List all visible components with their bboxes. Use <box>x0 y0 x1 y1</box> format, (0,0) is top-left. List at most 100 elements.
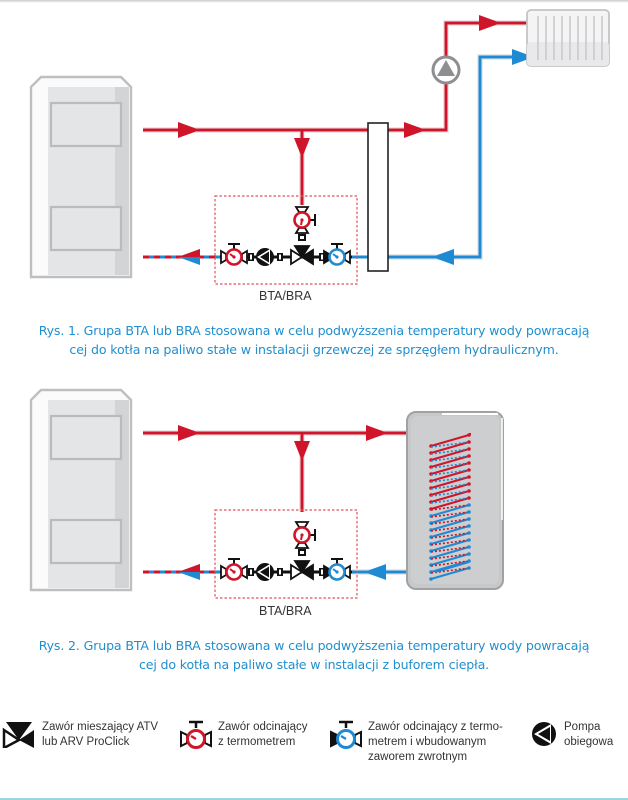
flow-arrow <box>294 441 310 461</box>
flow-arrow <box>512 49 534 65</box>
coil-node <box>467 454 471 458</box>
legend-item-shutoff-valve-red: Zawór odcinający z termometrem <box>180 720 307 750</box>
mixing-valve-icon <box>2 722 34 748</box>
mixing-valve-icon <box>290 245 314 265</box>
circulation-pump-icon <box>532 722 556 746</box>
legend-item-mixing-valve: Zawór mieszający ATV lub ARV ProClick <box>2 720 158 750</box>
coil-segment <box>430 434 470 447</box>
radiator-icon <box>526 9 610 67</box>
coil-node <box>467 503 471 507</box>
coil-node <box>467 461 471 465</box>
figure-1 <box>29 9 610 285</box>
circulation-pump-icon <box>431 55 461 85</box>
coil-segment <box>430 483 470 496</box>
coil-node <box>467 489 471 493</box>
shutoff-valve-thermometer-red-icon <box>180 720 212 749</box>
shutoff-valve-thermometer-red-icon <box>293 205 317 235</box>
coil-segment <box>430 497 470 510</box>
coil-node <box>467 531 471 535</box>
bta-bra-group <box>219 520 352 581</box>
bta-bra-group-box <box>214 509 358 599</box>
coil-node <box>467 517 471 521</box>
caption-line: cej do kotła na paliwo stałe w instalacj… <box>138 657 490 672</box>
figure-1-caption: Rys. 1. Grupa BTA lub BRA stosowana w ce… <box>0 321 628 359</box>
pump-icon <box>256 563 274 581</box>
coil-segment <box>430 532 470 545</box>
coil-segment <box>430 539 470 552</box>
caption-line: Rys. 1. Grupa BTA lub BRA stosowana w ce… <box>38 323 590 338</box>
coil-node <box>467 524 471 528</box>
shutoff-valve-thermometer-red-icon <box>219 557 249 581</box>
caption-line: Rys. 2. Grupa BTA lub BRA stosowana w ce… <box>38 638 590 653</box>
coil-segment <box>430 511 470 524</box>
coil-node <box>467 447 471 451</box>
coil-node <box>429 577 433 581</box>
legend-item-shutoff-valve-blue: Zawór odcinający z termo- metrem i wbudo… <box>330 720 503 765</box>
mixing-valve-icon <box>290 560 314 580</box>
bta-bra-group-box <box>214 195 358 285</box>
shutoff-valve-thermometer-red-icon <box>219 242 249 266</box>
coil-segment <box>430 469 470 482</box>
coil-segment <box>430 490 470 503</box>
coil-node <box>467 510 471 514</box>
pump-icon <box>256 248 274 266</box>
top-shadow <box>0 0 628 3</box>
coil-segment <box>430 455 470 468</box>
legend-label: Zawór mieszający ATV <box>42 721 159 733</box>
coil-outlet <box>434 561 470 573</box>
coil-segment <box>430 518 470 531</box>
legend: Zawór mieszający ATV lub ARV ProClick Za… <box>0 720 628 780</box>
shutoff-valve-thermometer-check-blue-icon <box>322 242 352 266</box>
flow-arrow <box>432 249 454 265</box>
boiler-icon <box>29 75 133 279</box>
legend-label: obiegowa <box>564 736 614 748</box>
coil-segment <box>430 553 470 566</box>
legend-label: Pompa <box>564 721 601 733</box>
shutoff-valve-thermometer-red-icon <box>293 520 317 550</box>
coil-node <box>467 475 471 479</box>
figure-2 <box>29 388 504 599</box>
coil-node <box>467 440 471 444</box>
coil-segment <box>430 476 470 489</box>
diagrams <box>29 9 610 599</box>
flow-arrow <box>404 122 426 138</box>
hydraulic-separator <box>367 122 389 272</box>
flow-arrow <box>366 425 388 441</box>
coil-node <box>467 566 471 570</box>
coil-segment <box>430 462 470 475</box>
coil-segment <box>430 448 470 461</box>
shutoff-valve-thermometer-check-blue-icon <box>322 557 352 581</box>
legend-label: zaworem zwrotnym <box>368 751 468 763</box>
coil-node <box>467 552 471 556</box>
legend-label: Zawór odcinający <box>218 721 308 733</box>
boiler-icon <box>29 388 133 592</box>
bottom-divider <box>0 798 628 800</box>
shutoff-valve-thermometer-check-blue-icon <box>330 720 362 749</box>
coil-node <box>467 468 471 472</box>
hot-supply-pipe <box>143 21 527 205</box>
bta-bra-group <box>219 205 352 266</box>
flow-arrow <box>364 564 386 580</box>
caption-line: cej do kotła na paliwo stałe w instalacj… <box>69 342 559 357</box>
coil-node <box>467 482 471 486</box>
flow-arrow <box>178 425 200 441</box>
flow-arrow <box>479 15 501 31</box>
buffer-tank-icon <box>406 411 504 590</box>
legend-label: metrem i wbudowanym <box>368 736 487 748</box>
flow-arrow <box>294 138 310 158</box>
figure-2-caption: Rys. 2. Grupa BTA lub BRA stosowana w ce… <box>0 636 628 674</box>
coil-segment <box>430 504 470 517</box>
legend-label: z termometrem <box>218 736 296 748</box>
legend-item-circulation-pump: Pompa obiegowa <box>530 720 613 750</box>
flow-arrow <box>178 122 200 138</box>
coil-node <box>467 496 471 500</box>
coil-segment <box>430 525 470 538</box>
group-label: BTA/BRA <box>259 289 312 303</box>
coil-segment <box>430 441 470 454</box>
legend-label: lub ARV ProClick <box>42 736 130 748</box>
coil-node <box>467 538 471 542</box>
group-label: BTA/BRA <box>259 604 312 618</box>
coil-node <box>467 545 471 549</box>
legend-label: Zawór odcinający z termo- <box>368 721 503 733</box>
coil-segment <box>430 546 470 559</box>
